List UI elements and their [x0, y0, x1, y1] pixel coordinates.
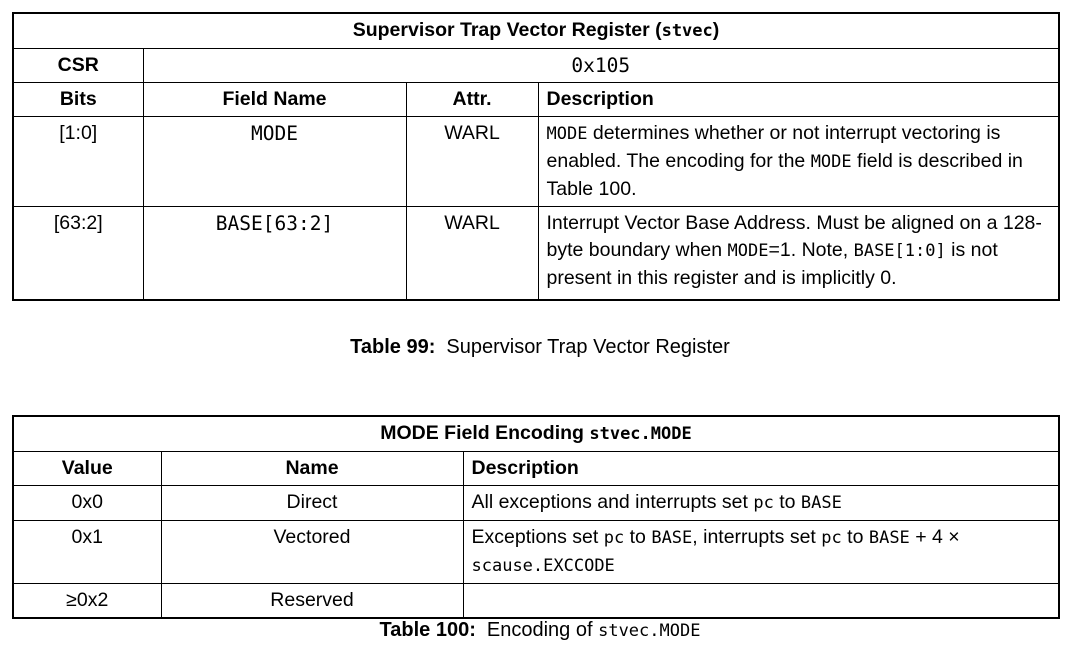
cell-attr: WARL	[405, 116, 539, 207]
cell-field-name: MODE	[142, 116, 407, 207]
column-header-bits: Bits	[12, 82, 144, 117]
cell-name: Vectored	[160, 520, 464, 584]
csr-label: CSR	[12, 48, 144, 83]
text-span: is not present in this register and is i…	[546, 239, 998, 289]
column-header-value: Value	[12, 451, 162, 486]
cell-description: Exceptions set pc to BASE, interrupts se…	[462, 520, 1060, 584]
table-title-text: MODE Field Encoding	[380, 422, 590, 444]
column-header-name: Name	[160, 451, 464, 486]
code-span: MODE	[810, 152, 852, 172]
cell-description: MODE determines whether or not interrupt…	[537, 116, 1060, 207]
code-span: BASE	[800, 493, 842, 513]
text-span: + 4 ×	[909, 526, 960, 548]
code-span: BASE	[868, 528, 910, 548]
table-title-mono: stvec.MODE	[589, 424, 692, 444]
table-title-text: Supervisor Trap Vector Register (	[352, 19, 662, 41]
table-row: 0x1 Vectored Exceptions set pc to BASE, …	[12, 520, 1060, 584]
text-span: determines whether or not interrupt vect…	[546, 122, 1001, 172]
caption-text: Encoding of	[486, 619, 599, 641]
text-span: to	[841, 526, 869, 548]
cell-value: ≥0x2	[12, 583, 162, 619]
cell-bits: [63:2]	[12, 206, 144, 301]
code-span: pc	[753, 493, 774, 513]
table-title-stvec: Supervisor Trap Vector Register (stvec)	[12, 12, 1060, 49]
cell-value: 0x1	[12, 520, 162, 584]
table-row: ≥0x2 Reserved	[12, 583, 1060, 619]
text-span: , interrupts set	[692, 526, 822, 548]
column-header-description: Description	[462, 451, 1060, 486]
cell-description: Interrupt Vector Base Address. Must be a…	[537, 206, 1060, 301]
column-header-attr: Attr.	[405, 82, 539, 117]
table-header-row: Value Name Description	[12, 451, 1060, 486]
text-span: to	[624, 526, 652, 548]
caption-text: Supervisor Trap Vector Register	[446, 336, 730, 358]
cell-attr: WARL	[405, 206, 539, 301]
table-title-suffix: )	[712, 19, 720, 41]
cell-field-name: BASE[63:2]	[142, 206, 407, 301]
table-row-title: MODE Field Encoding stvec.MODE	[12, 415, 1060, 452]
code-span: pc	[821, 528, 842, 548]
table-row-title: Supervisor Trap Vector Register (stvec)	[12, 12, 1060, 49]
code-span: pc	[603, 528, 625, 548]
table-row-csr: CSR 0x105	[12, 48, 1060, 83]
table-mode-field-encoding: MODE Field Encoding stvec.MODE Value Nam…	[12, 415, 1060, 619]
code-span: MODE	[727, 241, 769, 261]
caption-label: Table 100:	[379, 619, 476, 641]
caption-label: Table 99:	[350, 336, 436, 358]
table-title-mono: stvec	[661, 21, 713, 41]
column-header-field-name: Field Name	[142, 82, 407, 117]
table-caption-100: Table 100: Encoding of stvec.MODE	[0, 617, 1080, 644]
table-row: [1:0] MODE WARL MODE determines whether …	[12, 116, 1060, 207]
code-span: scause.EXCCODE	[471, 556, 615, 576]
cell-name: Direct	[160, 485, 464, 521]
table-row: 0x0 Direct All exceptions and interrupts…	[12, 485, 1060, 521]
code-span: MODE	[546, 124, 588, 144]
text-span: =1. Note,	[768, 239, 854, 261]
table-supervisor-trap-vector-register: Supervisor Trap Vector Register (stvec) …	[12, 12, 1060, 301]
text-span: field is described in Table 100.	[546, 150, 1023, 200]
table-header-row: Bits Field Name Attr. Description	[12, 82, 1060, 117]
table-caption-99: Table 99: Supervisor Trap Vector Register	[0, 334, 1080, 360]
text-span: Exceptions set	[471, 526, 604, 548]
table-title-mode: MODE Field Encoding stvec.MODE	[12, 415, 1060, 452]
code-span: BASE	[651, 528, 693, 548]
column-header-description: Description	[537, 82, 1060, 117]
csr-value: 0x105	[142, 48, 1060, 83]
text-span: All exceptions and interrupts set	[471, 491, 754, 513]
text-span: to	[773, 491, 801, 513]
cell-value: 0x0	[12, 485, 162, 521]
cell-description: All exceptions and interrupts set pc to …	[462, 485, 1060, 521]
code-span: BASE[1:0]	[853, 241, 946, 261]
cell-name-reserved: Reserved	[160, 583, 464, 619]
caption-mono: stvec.MODE	[598, 621, 701, 641]
cell-description	[462, 583, 1060, 619]
text-span: Interrupt Vector Base Address. Must be a…	[546, 212, 1042, 261]
table-row: [63:2] BASE[63:2] WARL Interrupt Vector …	[12, 206, 1060, 301]
cell-bits: [1:0]	[12, 116, 144, 207]
